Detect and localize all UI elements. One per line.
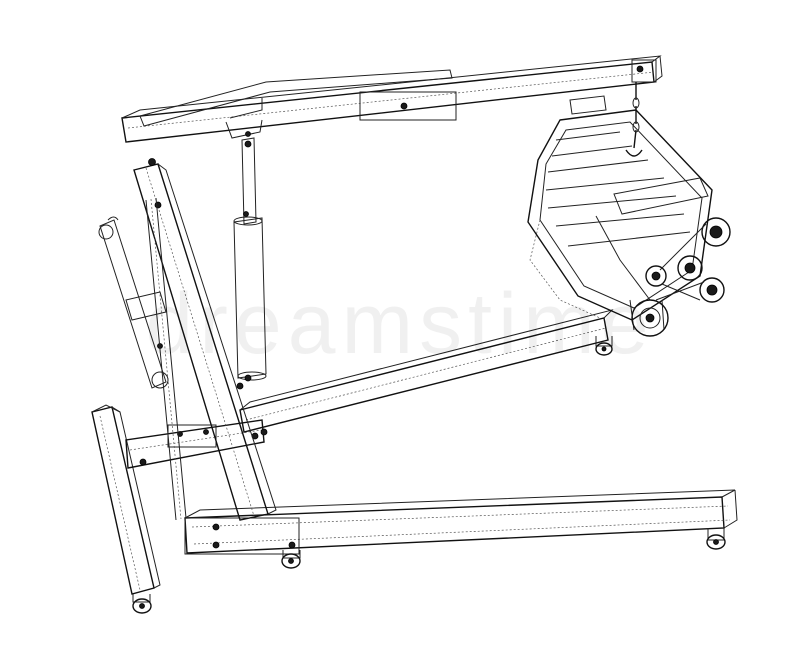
lower-boom — [239, 309, 614, 433]
rear-base-leg — [91, 404, 161, 595]
boom-brace — [139, 69, 453, 139]
mast-strut — [145, 197, 187, 521]
hydraulic-ram — [233, 137, 267, 382]
rear-caster-wheel — [132, 594, 152, 614]
upper-boom — [121, 55, 663, 143]
cross-member — [125, 419, 265, 469]
mid-caster-wheel — [281, 550, 301, 569]
front-caster-wheel — [706, 528, 726, 550]
front-base-leg — [184, 489, 738, 555]
pump-handle — [98, 216, 169, 389]
mast — [133, 158, 277, 521]
engine-block — [527, 95, 713, 331]
engine-pulleys — [631, 217, 731, 337]
lift-chain — [625, 82, 643, 157]
